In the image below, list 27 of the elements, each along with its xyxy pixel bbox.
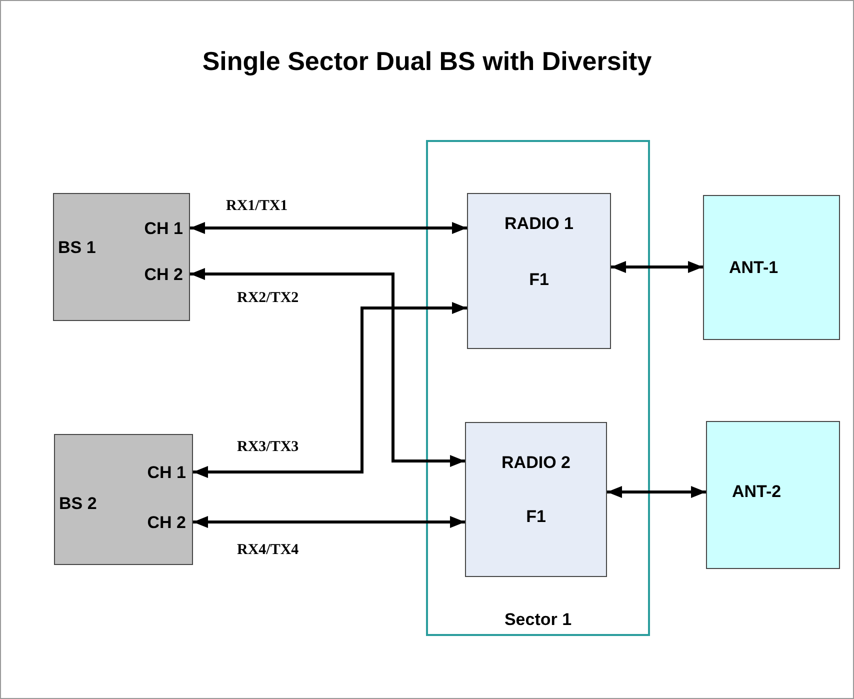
double-arrow <box>607 486 706 498</box>
radio-box <box>467 193 611 349</box>
node-title: RADIO 1 <box>504 214 574 234</box>
radio-box <box>465 422 607 577</box>
node-title: RADIO 2 <box>500 453 572 473</box>
double-arrow <box>193 516 465 528</box>
double-arrow <box>190 222 467 234</box>
channel-label: CH 2 <box>147 513 186 533</box>
double-arrow <box>190 268 465 467</box>
node-title: BS 2 <box>59 494 97 514</box>
double-arrow <box>193 302 467 478</box>
antenna-box <box>703 195 840 340</box>
node-title: BS 1 <box>58 238 96 258</box>
channel-label: CH 2 <box>144 265 183 285</box>
frequency-label: F1 <box>525 507 547 527</box>
diagram-title: Single Sector Dual BS with Diversity <box>201 46 653 77</box>
channel-label: CH 1 <box>144 219 183 239</box>
bs-box <box>54 434 193 565</box>
node-title: ANT-2 <box>732 482 782 502</box>
frequency-label: F1 <box>528 270 550 290</box>
antenna-box <box>706 421 840 569</box>
node-title: ANT-1 <box>729 258 778 278</box>
sector-box <box>426 140 650 636</box>
double-arrow <box>611 261 703 273</box>
sector-label: Sector 1 <box>503 610 573 630</box>
bs-box <box>53 193 190 321</box>
channel-label: CH 1 <box>147 463 186 483</box>
